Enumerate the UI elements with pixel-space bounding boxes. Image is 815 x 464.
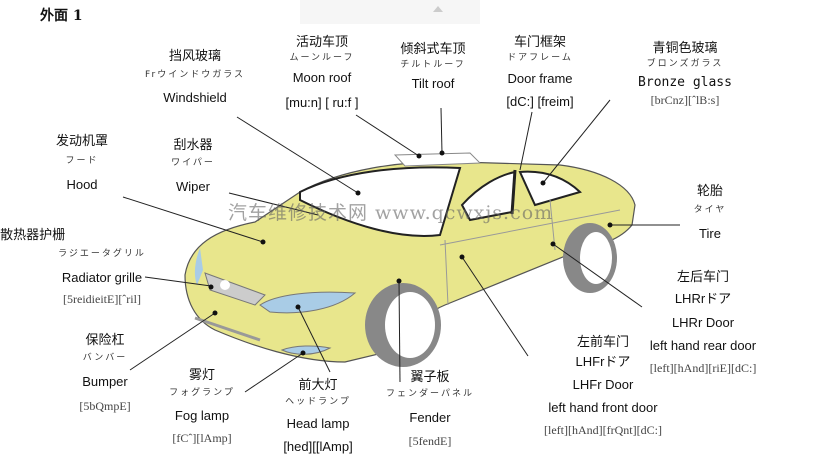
rear-wheel xyxy=(563,223,617,293)
front-wheel xyxy=(365,283,441,367)
side-marker xyxy=(194,248,203,285)
watermark: 汽车维修技术网 www.qcwxjs.com xyxy=(228,202,554,224)
label-head-lamp: 前大灯 ヘッドランプ Head lamp [hed][[lAmp] xyxy=(283,378,353,454)
arrow-up-icon[interactable] xyxy=(433,6,443,12)
leader-dots xyxy=(208,150,613,356)
label-fender: 翼子板 フェンダーパネル Fender [5fendE] xyxy=(386,370,474,448)
windshield xyxy=(299,166,462,237)
headlamp xyxy=(259,291,357,314)
label-hood: 发动机罩 フード Hood xyxy=(55,134,109,192)
label-radiator-grille: 散热器护栅 ラジエータグリル Radiator grille [5reidiei… xyxy=(0,228,146,306)
label-lh-rear-door: 左后车门 LHRrドア LHRr Door left hand rear doo… xyxy=(649,270,757,375)
label-bronze-glass: 青铜色玻璃 ブロンズガラス Bronze glass [brCnz][ˆlB:s… xyxy=(638,41,732,107)
side-window-rear xyxy=(518,170,582,207)
label-door-frame: 车门框架 ドアフレーム Door frame [dC:] [freim] xyxy=(506,35,574,109)
label-bumper: 保险杠 バンバー Bumper [5bQmpE] xyxy=(79,333,131,413)
label-moon-roof: 活动车顶 ムーンルーフ Moon roof [mu:n] [ ru:f ] xyxy=(285,35,359,110)
page-title: 外面 1 xyxy=(40,8,83,24)
label-lh-front-door: 左前车门 LHFrドア LHFr Door left hand front do… xyxy=(544,335,662,437)
scroll-up-bar[interactable] xyxy=(300,0,480,24)
label-windshield: 挡风玻璃 Frウインドウガラス Windshield xyxy=(144,49,246,105)
moon-roof xyxy=(393,152,482,167)
grille xyxy=(204,272,266,306)
label-tire: 轮胎 タイヤ Tire xyxy=(693,184,727,241)
leader-lines xyxy=(122,99,680,393)
label-wiper: 刮水器 ワイパー Wiper xyxy=(171,138,215,194)
label-tilt-roof: 倾斜式车顶 チルトルーフ Tilt roof xyxy=(400,42,466,91)
label-fog-lamp: 雾灯 フォグランプ Fog lamp [fCˆ][lAmp] xyxy=(169,368,235,445)
